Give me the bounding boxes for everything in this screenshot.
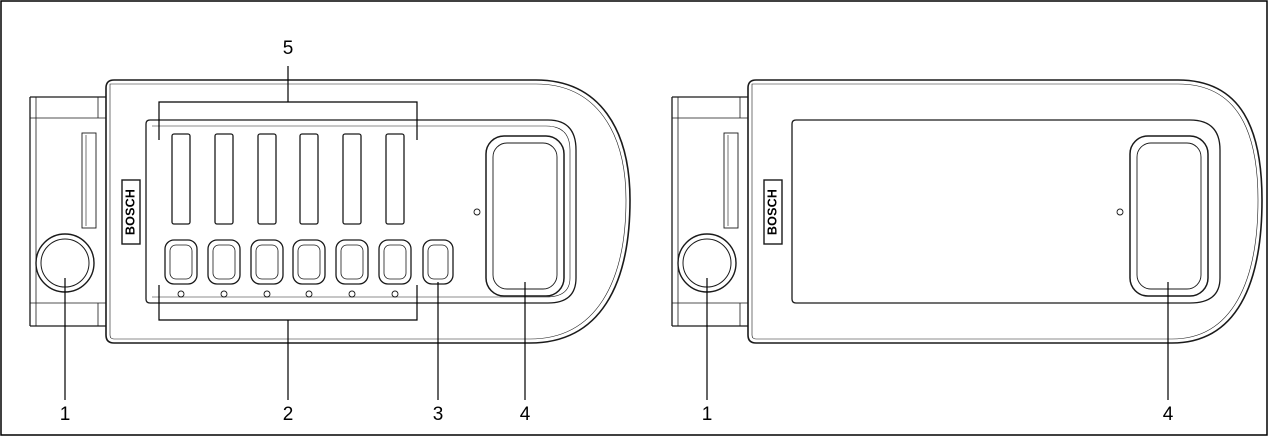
brand-logo-right: BOSCH [763, 179, 783, 245]
selector-key-4 [292, 239, 326, 285]
callout-label-3: 3 [432, 404, 444, 425]
priority-key-left [422, 239, 454, 285]
callout-label-1-right: 1 [701, 404, 713, 425]
mounting-bracket-left [29, 96, 106, 327]
callout-label-4-right: 4 [1162, 404, 1174, 425]
selector-key-5 [335, 239, 369, 285]
callout-label-5: 5 [282, 38, 294, 59]
callout-bracket-2 [158, 285, 418, 400]
mounting-bracket-right [671, 96, 748, 327]
selector-key-1 [164, 239, 198, 285]
selector-keys-left [164, 239, 412, 285]
device-body-left [105, 79, 631, 344]
svg-text:BOSCH: BOSCH [123, 189, 137, 235]
callout-leaders-right [706, 278, 1169, 400]
control-panel-right [791, 119, 1221, 304]
device-right: BOSCH [671, 79, 1263, 400]
device-left: BOSCH [29, 66, 631, 400]
selector-key-6 [378, 239, 412, 285]
callout-label-4-left: 4 [519, 404, 531, 425]
svg-text:BOSCH: BOSCH [765, 189, 779, 235]
callout-label-2: 2 [282, 404, 294, 425]
callout-label-1-left: 1 [59, 404, 71, 425]
status-led-right [1116, 208, 1124, 216]
callout-leaders-left [64, 278, 526, 400]
control-panel-left [145, 119, 577, 304]
label-strips-left [171, 133, 405, 225]
callout-bracket-5 [158, 66, 418, 140]
brand-logo-left: BOSCH [121, 179, 141, 245]
status-led-left [473, 208, 481, 216]
talk-key-right [1129, 135, 1209, 297]
talk-key-left [485, 135, 565, 297]
key-leds-left [177, 290, 399, 298]
device-body-right [747, 79, 1263, 344]
selector-key-2 [207, 239, 241, 285]
selector-key-3 [250, 239, 284, 285]
